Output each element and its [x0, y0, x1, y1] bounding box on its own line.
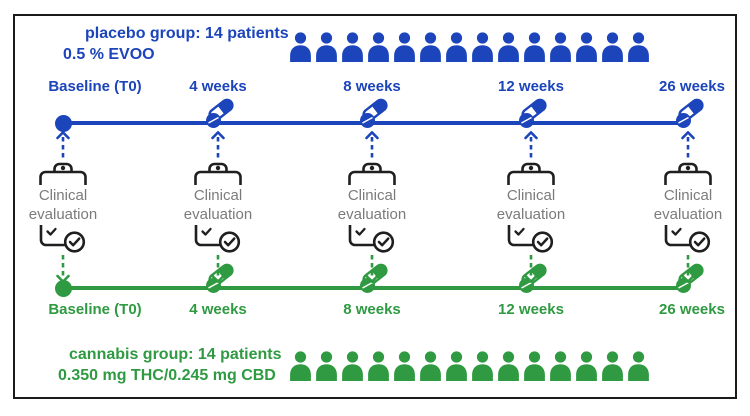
person-icon: [550, 32, 571, 62]
person-icon: [420, 32, 441, 62]
checked-checklist-icon: [348, 225, 395, 253]
person-icon: [472, 32, 493, 62]
checked-checklist-icon: [664, 225, 711, 253]
person-icon: [316, 351, 337, 381]
placebo-timepoint-label: 12 weeks: [498, 78, 564, 95]
dashed-arrow-down-icon: [211, 255, 225, 283]
clinical-evaluation-line2: evaluation: [496, 206, 566, 223]
clinical-evaluation-line2: evaluation: [337, 206, 407, 223]
clinical-evaluation-step: Clinical evaluation: [476, 131, 586, 283]
dashed-arrow-up-icon: [524, 131, 538, 159]
clinical-evaluation-line2: evaluation: [183, 206, 253, 223]
clinical-evaluation-step: Clinical evaluation: [317, 131, 427, 283]
clipboard-icon: [194, 162, 242, 185]
clinical-evaluation-step: Clinical evaluation: [633, 131, 743, 283]
dashed-arrow-up-icon: [56, 131, 70, 159]
clinical-evaluation-label: Clinical evaluation: [497, 186, 565, 224]
person-icon: [290, 32, 311, 62]
clipboard-icon: [39, 162, 87, 185]
placebo-patient-icons: [288, 31, 651, 62]
checked-checklist-icon: [194, 225, 241, 253]
baseline-circle-marker: [54, 279, 72, 297]
clinical-evaluation-line1: Clinical: [663, 187, 713, 204]
person-icon: [394, 32, 415, 62]
checked-checklist-icon: [507, 225, 554, 253]
person-icon: [394, 351, 415, 381]
dashed-arrow-down-icon: [524, 255, 538, 283]
person-icon: [342, 32, 363, 62]
dashed-arrow-down-icon: [681, 255, 695, 283]
person-icon: [498, 351, 519, 381]
person-icon: [524, 351, 545, 381]
clipboard-icon: [664, 162, 712, 185]
dashed-arrow-down-icon: [56, 255, 70, 283]
cannabis-timepoint-label: 26 weeks: [659, 301, 725, 318]
dashed-arrow-up-icon: [681, 131, 695, 159]
person-icon: [342, 351, 363, 381]
person-icon: [368, 351, 389, 381]
clinical-evaluation-label: Clinical evaluation: [654, 186, 722, 224]
pill-icon: [676, 98, 704, 128]
clinical-evaluation-label: Clinical evaluation: [184, 186, 252, 224]
dashed-arrow-up-icon: [211, 131, 225, 159]
placebo-timepoint-label: 8 weeks: [343, 78, 401, 95]
placebo-group-header: placebo group: 14 patients 0.5 % EVOO: [63, 23, 289, 65]
clinical-evaluation-line1: Clinical: [506, 187, 556, 204]
placebo-timepoint-label: Baseline (T0): [48, 78, 142, 95]
clinical-evaluation-step: Clinical evaluation: [8, 131, 118, 283]
dashed-arrow-up-icon: [365, 131, 379, 159]
person-icon: [472, 351, 493, 381]
dashed-arrow-down-icon: [365, 255, 379, 283]
clinical-evaluation-line1: Clinical: [38, 187, 88, 204]
person-icon: [576, 351, 597, 381]
clinical-evaluation-label: Clinical evaluation: [338, 186, 406, 224]
person-icon: [628, 351, 649, 381]
clipboard-icon: [507, 162, 555, 185]
cannabis-patient-icons: [288, 350, 651, 381]
person-icon: [576, 32, 597, 62]
cannabis-group-header: cannabis group: 14 patients 0.350 mg THC…: [58, 344, 281, 386]
cannabis-timepoint-label: 8 weeks: [343, 301, 401, 318]
checked-checklist-icon: [39, 225, 86, 253]
clinical-evaluation-line1: Clinical: [193, 187, 243, 204]
clinical-evaluation-step: Clinical evaluation: [163, 131, 273, 283]
person-icon: [550, 351, 571, 381]
pill-icon: [360, 98, 388, 128]
cannabis-timepoint-label: 4 weeks: [189, 301, 247, 318]
person-icon: [498, 32, 519, 62]
baseline-circle-marker: [54, 114, 72, 132]
cannabis-group-dose: 0.350 mg THC/0.245 mg CBD: [58, 367, 276, 384]
clipboard-icon: [348, 162, 396, 185]
pill-icon: [206, 98, 234, 128]
person-icon: [446, 32, 467, 62]
placebo-group-title: placebo group: 14 patients: [85, 25, 289, 42]
person-icon: [316, 32, 337, 62]
clinical-evaluation-line2: evaluation: [653, 206, 723, 223]
clinical-evaluation-line2: evaluation: [28, 206, 98, 223]
placebo-timeline: [63, 121, 690, 125]
person-icon: [420, 351, 441, 381]
person-icon: [524, 32, 545, 62]
person-icon: [446, 351, 467, 381]
cannabis-timepoint-label: Baseline (T0): [48, 301, 142, 318]
person-icon: [602, 351, 623, 381]
person-icon: [290, 351, 311, 381]
placebo-group-dose: 0.5 % EVOO: [63, 46, 155, 63]
cannabis-timeline: [63, 286, 690, 290]
clinical-evaluation-line1: Clinical: [347, 187, 397, 204]
person-icon: [628, 32, 649, 62]
person-icon: [602, 32, 623, 62]
diagram-border: [13, 14, 737, 399]
placebo-timepoint-label: 4 weeks: [189, 78, 247, 95]
cannabis-timepoint-label: 12 weeks: [498, 301, 564, 318]
clinical-evaluation-label: Clinical evaluation: [29, 186, 97, 224]
cannabis-group-title: cannabis group: 14 patients: [69, 346, 282, 363]
pill-icon: [519, 98, 547, 128]
placebo-timepoint-label: 26 weeks: [659, 78, 725, 95]
person-icon: [368, 32, 389, 62]
